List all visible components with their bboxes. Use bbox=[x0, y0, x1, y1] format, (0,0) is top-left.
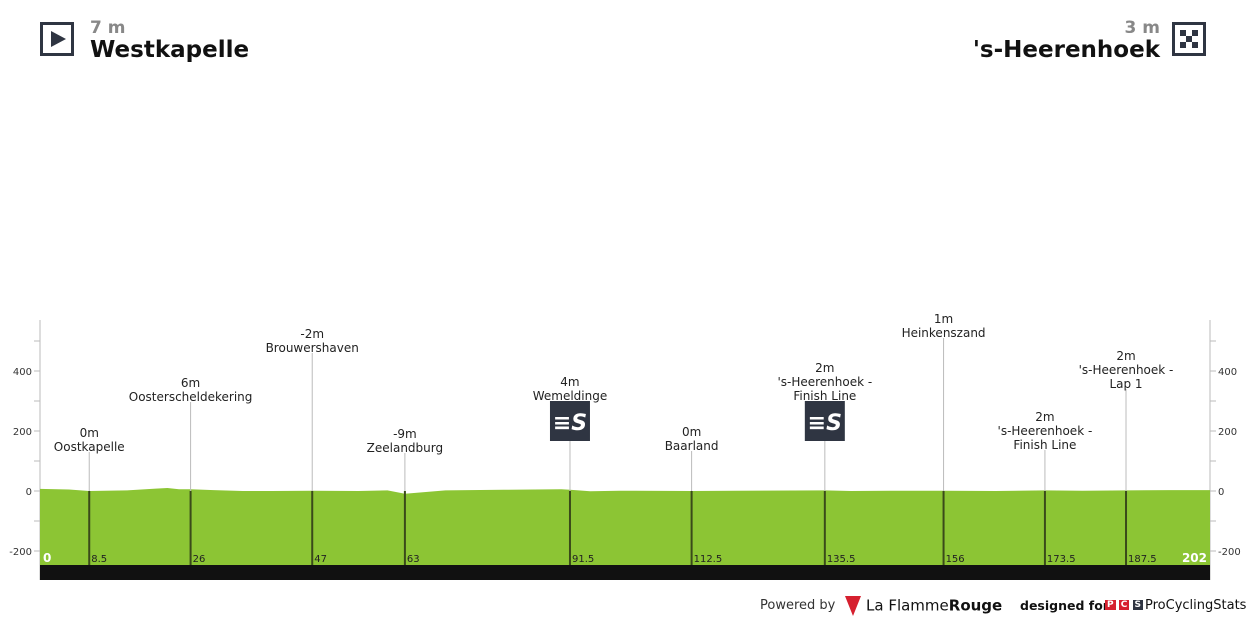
y-tick-label-right: 400 bbox=[1218, 367, 1237, 378]
marker-altitude: 4m bbox=[560, 375, 579, 389]
y-tick-label-left: -200 bbox=[9, 547, 32, 558]
pcs-c: C bbox=[1118, 600, 1130, 610]
procyclingstats-text: ProCyclingStats bbox=[1145, 598, 1247, 613]
marker-label: Lap 1 bbox=[1109, 377, 1142, 391]
elevation-area bbox=[40, 488, 1210, 565]
pcs-s: S bbox=[1132, 600, 1143, 610]
marker-label: Finish Line bbox=[1013, 438, 1076, 452]
marker-altitude: 1m bbox=[934, 312, 953, 326]
marker-altitude: -9m bbox=[393, 427, 417, 441]
marker-label: Oosterscheldekering bbox=[129, 390, 253, 404]
y-tick-label-left: 200 bbox=[13, 427, 32, 438]
start-altitude: 7 m bbox=[90, 18, 126, 38]
marker-label: Wemeldinge bbox=[533, 389, 608, 403]
start-city: Westkapelle bbox=[90, 37, 250, 63]
marker-label: Finish Line bbox=[793, 389, 856, 403]
powered-by-text: Powered by bbox=[760, 598, 836, 613]
brand-name-1: La Flamme bbox=[866, 596, 949, 615]
designed-for-text: designed for bbox=[1020, 598, 1109, 613]
x-tick-label: 91.5 bbox=[572, 554, 594, 565]
sprint-icon bbox=[804, 401, 845, 441]
marker-altitude: 2m bbox=[1035, 410, 1054, 424]
x-tick-label: 63 bbox=[407, 554, 420, 565]
finish-city: 's-Heerenhoek bbox=[972, 37, 1160, 63]
x-tick-label: 112.5 bbox=[694, 554, 723, 565]
marker-altitude: 2m bbox=[815, 361, 834, 375]
x-tick-label: 8.5 bbox=[91, 554, 107, 565]
marker-label: Brouwershaven bbox=[266, 341, 359, 355]
marker-label: 's-Heerenhoek - bbox=[777, 375, 872, 389]
y-tick-label-right: 200 bbox=[1218, 427, 1237, 438]
finish-altitude: 3 m bbox=[1124, 18, 1160, 38]
pcs-logo[interactable]: P C S bbox=[1105, 600, 1143, 610]
x-tick-label: 135.5 bbox=[827, 554, 856, 565]
distance-bar bbox=[40, 565, 1210, 580]
brand-name-2: Rouge bbox=[948, 596, 1003, 615]
marker-label: 's-Heerenhoek - bbox=[1079, 363, 1174, 377]
x-tick-label: 187.5 bbox=[1128, 554, 1157, 565]
marker-label: Baarland bbox=[665, 439, 719, 453]
y-tick-label-left: 0 bbox=[26, 487, 32, 498]
marker-altitude: 6m bbox=[181, 376, 200, 390]
y-tick-label-right: -200 bbox=[1218, 547, 1241, 558]
x-end-label: 202 bbox=[1182, 551, 1207, 565]
x-tick-label: 26 bbox=[193, 554, 206, 565]
marker-altitude: 0m bbox=[682, 425, 701, 439]
marker-label: Heinkenszand bbox=[902, 326, 986, 340]
pcs-p: P bbox=[1105, 600, 1116, 610]
marker-altitude: -2m bbox=[300, 327, 324, 341]
marker-altitude: 2m bbox=[1116, 349, 1135, 363]
start-icon bbox=[40, 22, 74, 56]
x-tick-label: 47 bbox=[314, 554, 327, 565]
sprint-icon-glyph: ≡S bbox=[808, 411, 842, 436]
checkered-flag-icon bbox=[1172, 22, 1206, 56]
x-tick-label: 173.5 bbox=[1047, 554, 1076, 565]
la-flamme-rouge-logo[interactable]: La FlammeRouge bbox=[845, 596, 1002, 616]
marker-altitude: 0m bbox=[80, 426, 99, 440]
flame-icon bbox=[845, 596, 861, 616]
y-tick-label-right: 0 bbox=[1218, 487, 1224, 498]
sprint-icon bbox=[549, 401, 590, 441]
y-tick-label-left: 400 bbox=[13, 367, 32, 378]
marker-label: 's-Heerenhoek - bbox=[998, 424, 1093, 438]
sprint-icon-glyph: ≡S bbox=[553, 411, 587, 436]
x-start-label: 0 bbox=[43, 551, 51, 565]
marker-label: Oostkapelle bbox=[54, 440, 125, 454]
marker-label: Zeelandburg bbox=[367, 441, 443, 455]
x-tick-label: 156 bbox=[946, 554, 965, 565]
